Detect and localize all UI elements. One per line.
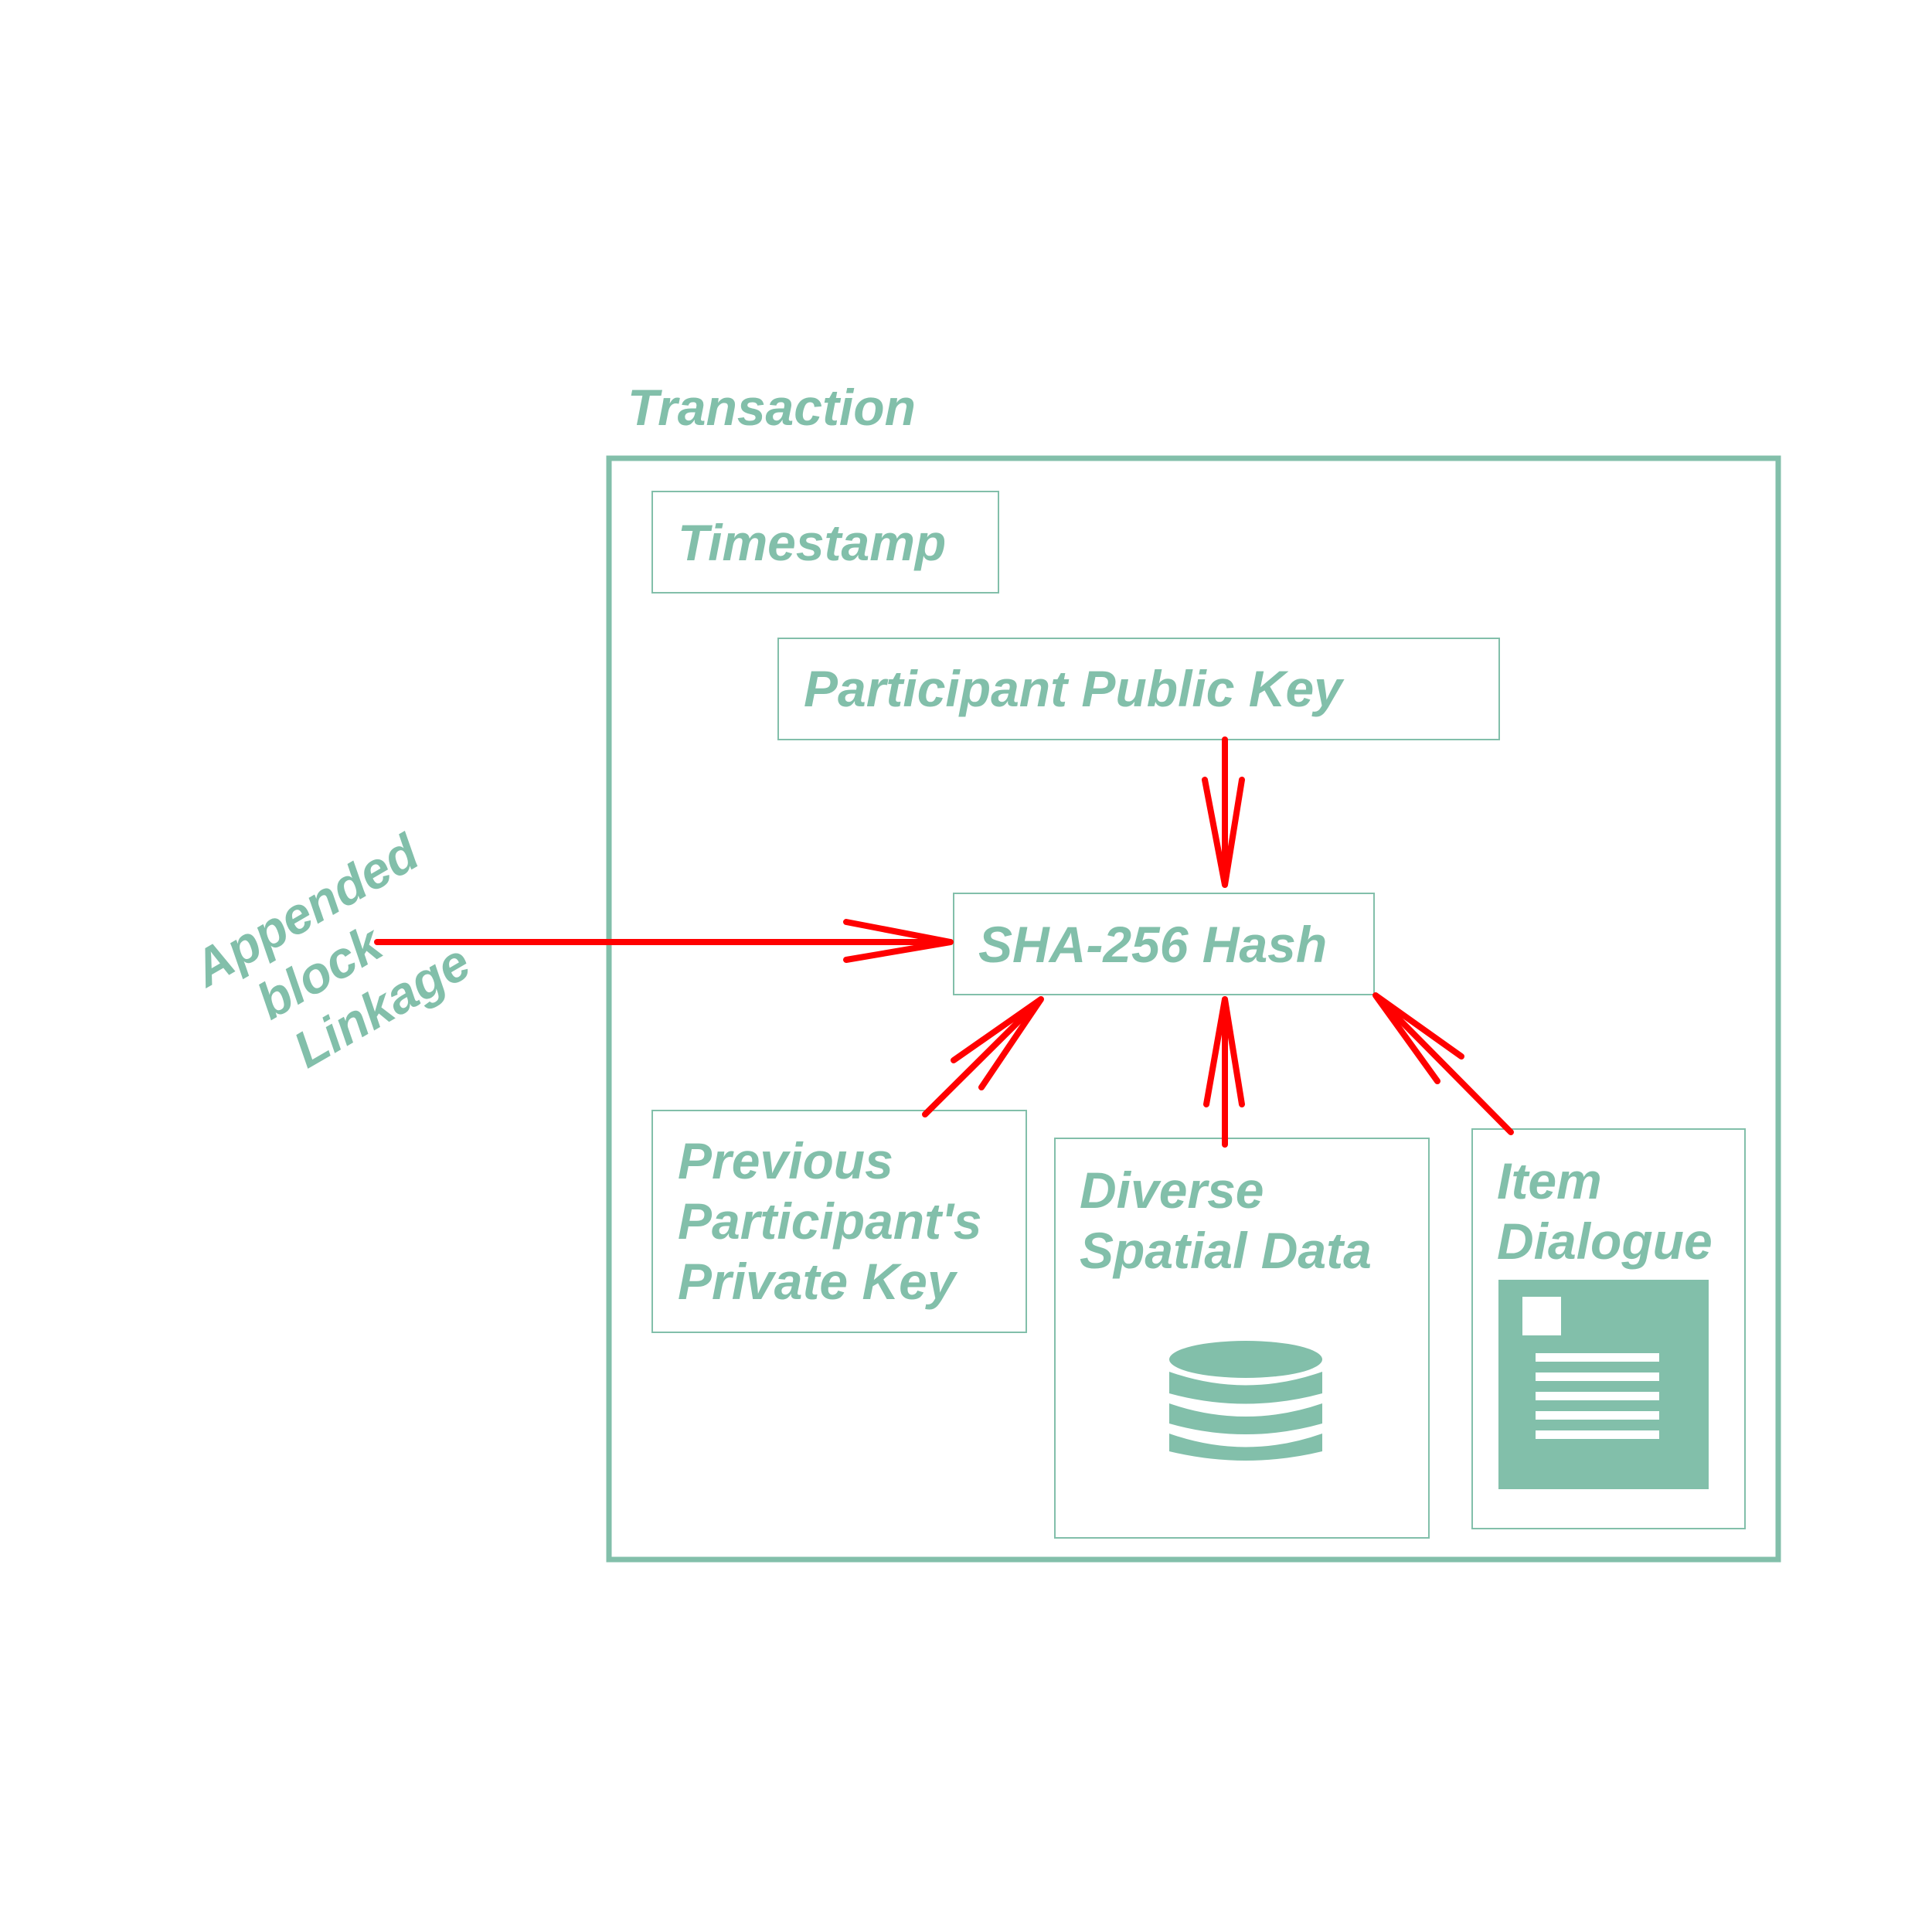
public-key-frame [777, 638, 1500, 740]
database-icon [1169, 1341, 1322, 1461]
item-dialogue-label: Item Dialogue [1497, 1152, 1713, 1270]
transaction-title: Transaction [628, 379, 916, 436]
private-key-label: Previous Participant's Private Key [678, 1132, 996, 1310]
public-key-label: Participant Public Key [804, 660, 1345, 717]
svg-text:Appended block Lin: Appended block Linkage [182, 816, 501, 1103]
transaction-frame [606, 455, 1781, 1563]
document-icon [1498, 1280, 1709, 1489]
hash-label: SHA-256 Hash [978, 916, 1327, 973]
hash-frame [953, 893, 1375, 995]
appended-block-linkage-label: Appended block Linkage [182, 816, 501, 1103]
arrow-private-key-to-hash [922, 996, 1044, 1117]
private-key-frame [651, 1110, 1027, 1333]
spatial-data-box: Diverse Spatial Data [1054, 1138, 1430, 1539]
timestamp-frame [651, 491, 999, 594]
item-dialogue-box: Item Dialogue [1471, 1128, 1746, 1529]
spatial-data-label: Diverse Spatial Data [1080, 1162, 1372, 1279]
arrow-spatial-data-to-hash [1203, 996, 1245, 1148]
spatial-data-frame [1054, 1138, 1430, 1539]
arrow-item-dialogue-to-hash [1372, 992, 1514, 1135]
timestamp-label: Timestamp [678, 514, 946, 571]
arrows [374, 736, 1514, 1148]
timestamp-box: Timestamp [651, 491, 999, 594]
transaction-container: Transaction [606, 379, 1781, 1563]
item-dialogue-frame [1471, 1128, 1746, 1529]
public-key-box: Participant Public Key [777, 638, 1500, 740]
arrow-linkage-to-hash [374, 919, 954, 963]
hash-box: SHA-256 Hash [953, 893, 1375, 995]
arrow-public-key-to-hash [1202, 736, 1245, 888]
private-key-box: Previous Participant's Private Key [651, 1110, 1027, 1333]
